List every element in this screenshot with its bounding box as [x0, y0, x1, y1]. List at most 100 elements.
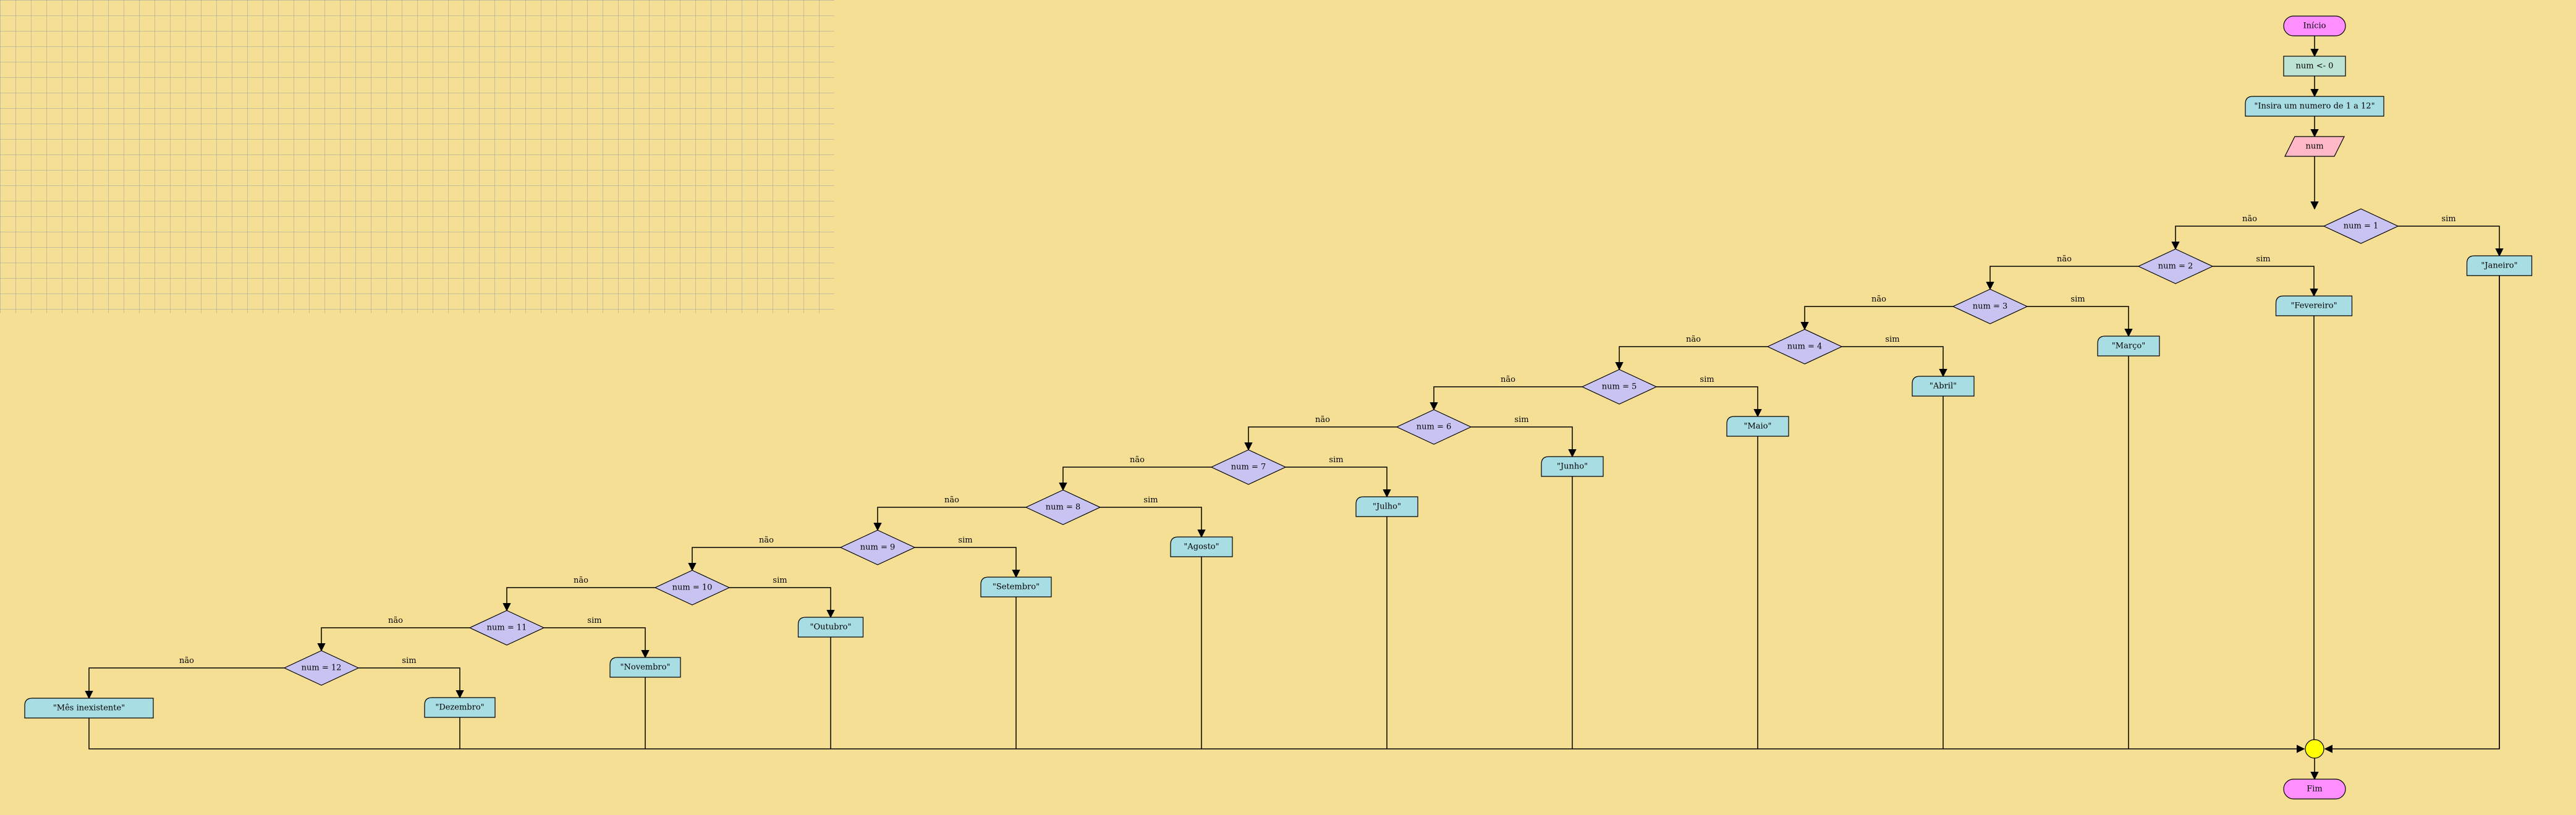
edge-no-7 [1059, 467, 1211, 491]
edge-no-3 [1800, 306, 1953, 331]
output-12-label: "Dezembro" [435, 703, 484, 712]
edge-no-2 [1986, 266, 2138, 290]
decision-6-label: num = 6 [1417, 423, 1452, 432]
yes-label-10: sim [773, 576, 787, 585]
edge-yes-5 [1656, 386, 1762, 418]
decision-5-label: num = 5 [1602, 382, 1637, 392]
edge-no-9 [688, 547, 841, 572]
no-label-7: não [1130, 455, 1145, 465]
output-6-label: "Junho" [1557, 462, 1588, 471]
yes-label-5: sim [1700, 375, 1714, 384]
output-6-box [1541, 456, 1604, 477]
edge-no-12 [85, 667, 284, 699]
edge-yes-3 [2027, 306, 2133, 337]
edge-yes-9 [915, 547, 1020, 578]
prompt-output-box [2245, 96, 2384, 117]
yes-label-3: sim [2070, 295, 2085, 304]
edge-yes-1 [2398, 226, 2504, 257]
default-output-box [24, 698, 154, 719]
edge-yes-2 [2213, 266, 2318, 297]
prompt-output-label: "Insira um numero de 1 a 12" [2254, 102, 2375, 111]
decision-12-label: num = 12 [302, 664, 342, 673]
output-10-label: "Outubro" [810, 623, 852, 632]
edge-no-4 [1615, 346, 1768, 371]
yes-label-2: sim [2256, 255, 2270, 264]
yes-label-12: sim [402, 656, 416, 665]
output-4-label: "Abril" [1930, 382, 1957, 391]
output-7-label: "Julho" [1373, 502, 1401, 512]
decision-1 [2323, 208, 2399, 244]
edge-join-left [88, 718, 2305, 753]
decision-9-label: num = 9 [860, 543, 896, 552]
edge-no-8 [873, 507, 1026, 531]
edge-no-5 [1430, 386, 1582, 411]
decision-6 [1396, 409, 1472, 445]
decision-4 [1766, 329, 1843, 365]
yes-label-7: sim [1329, 455, 1343, 465]
decision-11 [468, 610, 545, 646]
join-connector [2305, 739, 2324, 759]
output-7-box [1355, 496, 1418, 517]
edge-no-10 [502, 587, 655, 612]
decision-2-label: num = 2 [2158, 262, 2193, 271]
start-terminal-label: Início [2303, 22, 2326, 31]
assign-box [2283, 56, 2346, 77]
edge-no-6 [1244, 426, 1397, 451]
start-terminal [2283, 15, 2346, 36]
output-2-label: "Fevereiro" [2290, 302, 2337, 311]
edge-yes-11 [544, 627, 650, 659]
output-8-label: "Agosto" [1184, 543, 1219, 552]
input-label: num [2305, 142, 2323, 151]
no-label-2: não [2057, 255, 2072, 264]
assign-label: num <- 0 [2296, 62, 2334, 71]
no-label-5: não [1501, 375, 1515, 384]
edge-yes-4 [1842, 346, 1947, 378]
output-2-box [2275, 295, 2353, 316]
no-label-6: não [1315, 415, 1330, 424]
no-label-10: não [574, 576, 588, 585]
decision-10-label: num = 10 [672, 583, 713, 593]
no-label-8: não [944, 496, 959, 505]
decision-12 [283, 650, 360, 686]
end-terminal [2283, 779, 2346, 800]
output-9-label: "Setembro" [993, 583, 1040, 592]
no-label-3: não [1871, 295, 1886, 304]
edge-yes-12 [358, 667, 464, 699]
default-output-label: "Mês inexistente" [53, 704, 125, 713]
decision-4-label: num = 4 [1787, 342, 1823, 352]
no-label-12: não [179, 656, 194, 665]
yes-label-4: sim [1885, 335, 1899, 344]
yes-label-11: sim [587, 616, 601, 625]
edge-yes-10 [729, 587, 835, 619]
decision-1-label: num = 1 [2344, 222, 2379, 231]
output-11-label: "Novembro" [621, 663, 671, 672]
edge-yes-7 [1286, 467, 1391, 498]
output-1-box [2466, 255, 2533, 276]
output-8-box [1170, 536, 1233, 557]
edge-join-right [2324, 276, 2500, 753]
output-9-box [980, 576, 1052, 598]
yes-label-1: sim [2441, 214, 2455, 224]
output-5-label: "Maio" [1743, 422, 1771, 431]
decision-3-label: num = 3 [1973, 302, 2008, 311]
no-label-11: não [388, 616, 403, 625]
decision-2 [2137, 248, 2214, 284]
no-label-9: não [759, 536, 774, 545]
decision-3 [1952, 289, 2028, 324]
output-12-box [424, 697, 496, 718]
output-4-box [1912, 376, 1975, 397]
decision-5 [1581, 369, 1658, 405]
output-5-box [1726, 416, 1789, 437]
edge-no-11 [317, 627, 470, 652]
edge-yes-6 [1471, 426, 1577, 458]
decision-7-label: num = 7 [1231, 463, 1266, 472]
decision-11-label: num = 11 [487, 623, 527, 633]
yes-label-9: sim [958, 536, 972, 545]
output-1-label: "Janeiro" [2481, 261, 2517, 271]
decision-10 [654, 570, 731, 606]
output-10-box [797, 617, 864, 638]
output-3-label: "Março" [2112, 342, 2145, 351]
edge-yes-8 [1100, 507, 1206, 538]
yes-label-8: sim [1143, 496, 1158, 505]
